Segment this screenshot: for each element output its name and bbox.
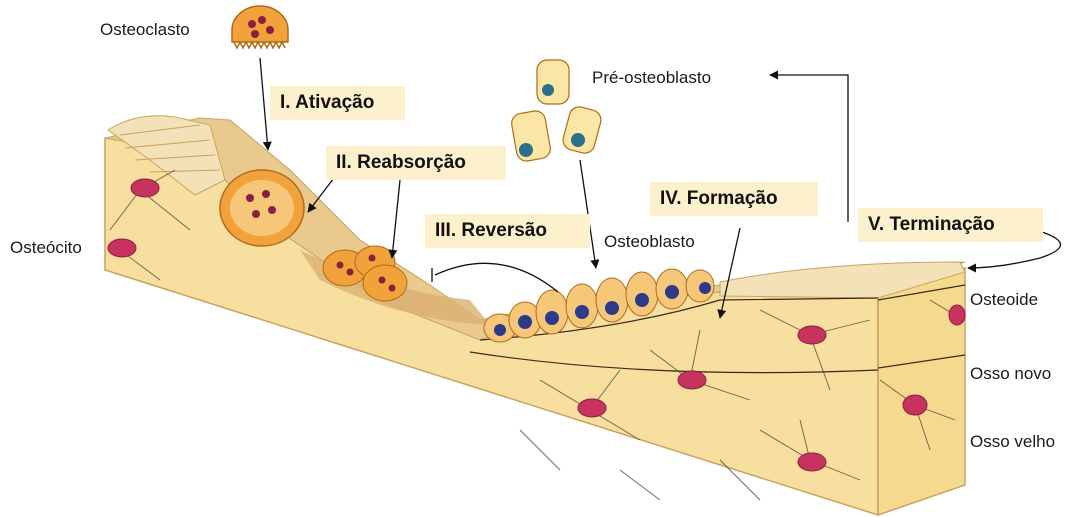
stage-ativacao: I. Ativação: [270, 86, 405, 120]
osteocyte: [798, 453, 826, 471]
pre-osteoblast-cells: [510, 60, 603, 163]
bone-side-face: [878, 268, 965, 515]
label-osteoblasto: Osteoblasto: [604, 232, 695, 252]
osteocyte: [131, 179, 159, 197]
stage-formacao: IV. Formação: [650, 182, 818, 216]
osteoclast-icon: [232, 6, 288, 48]
stage-reabsorcao: II. Reabsorção: [326, 146, 506, 180]
osteocyte: [108, 239, 136, 257]
osteocyte: [903, 395, 927, 415]
osteocyte: [798, 326, 826, 344]
stage-reversao: III. Reversão: [425, 214, 590, 248]
label-osteoclasto: Osteoclasto: [100, 20, 190, 40]
osteoclast-resorbing: [220, 170, 304, 246]
label-osso-velho: Osso velho: [970, 432, 1055, 452]
label-osteoide: Osteoide: [970, 290, 1038, 310]
label-pre-osteoblasto: Pré-osteoblasto: [592, 68, 711, 88]
label-osso-novo: Osso novo: [970, 364, 1051, 384]
osteocyte: [949, 305, 965, 325]
osteocyte: [678, 371, 706, 389]
label-osteocito: Osteócito: [10, 238, 82, 258]
osteocyte: [578, 399, 606, 417]
stage-terminacao: V. Terminação: [858, 208, 1043, 242]
